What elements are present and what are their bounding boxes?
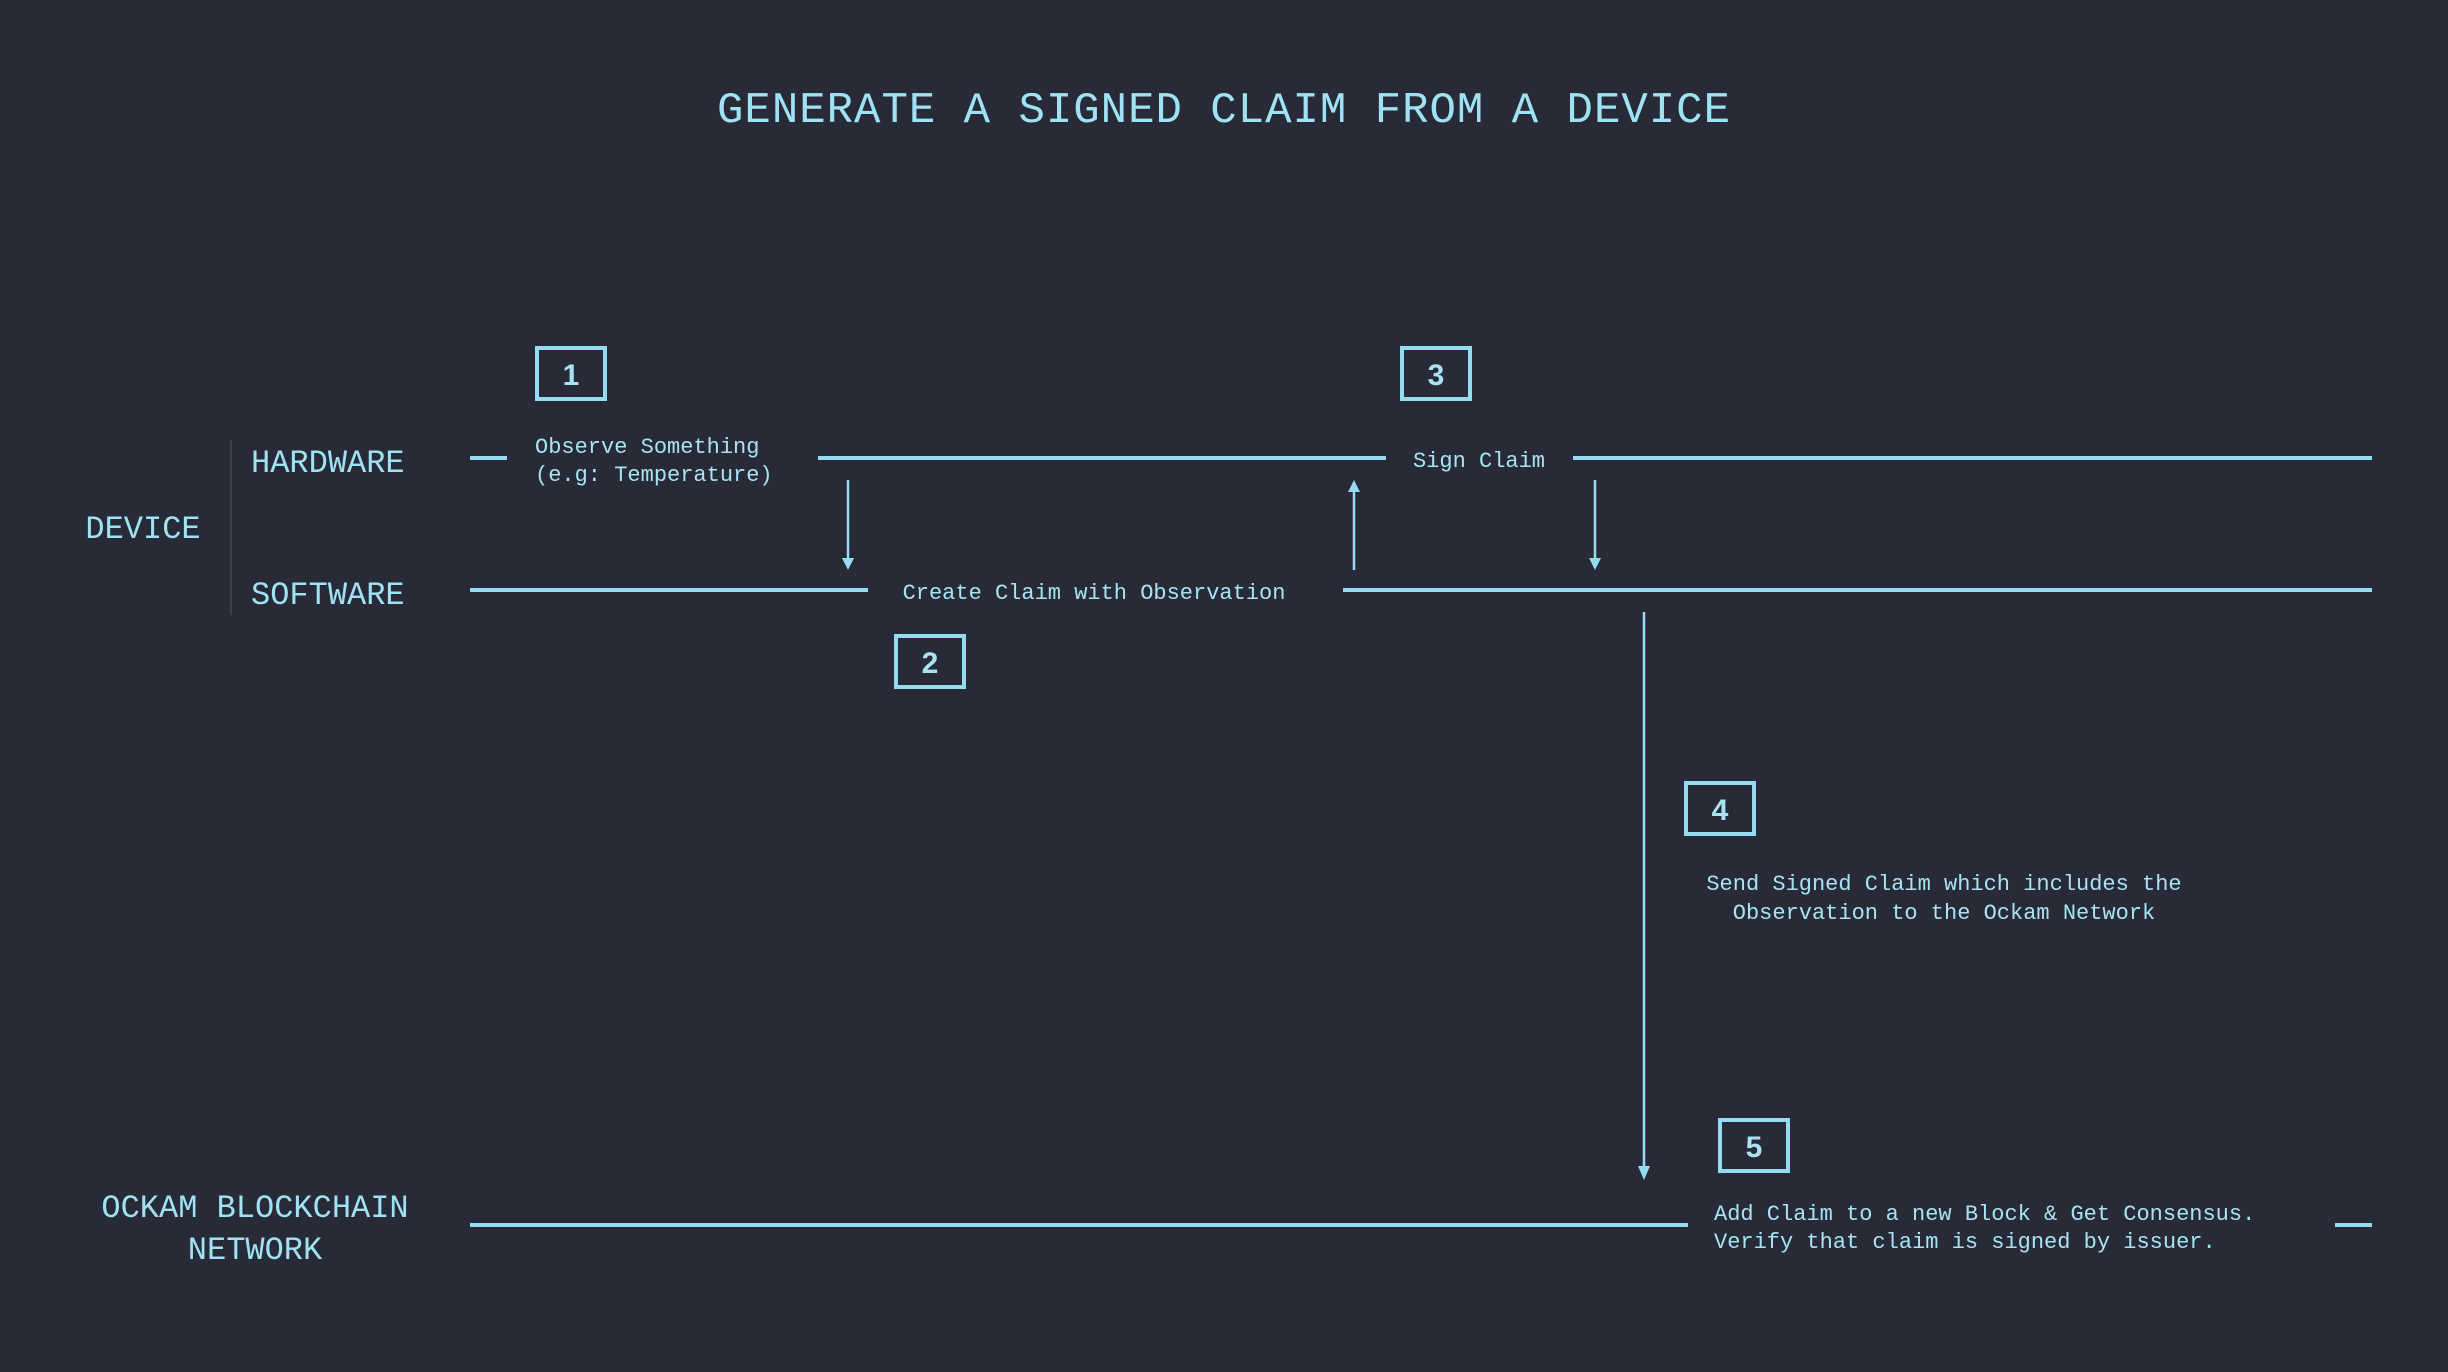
arrow-observe-to-create — [842, 480, 854, 570]
arrow-sign-to-software — [1589, 480, 1601, 570]
step-2: 2 Create Claim with Observation — [894, 581, 1286, 689]
diagram-title: GENERATE A SIGNED CLAIM FROM A DEVICE — [717, 86, 1731, 136]
lane-label-network-line2: NETWORK — [188, 1232, 323, 1269]
lane-label-hardware: HARDWARE — [251, 445, 405, 482]
step-number: 5 — [1746, 1131, 1763, 1164]
step-number-box — [1400, 346, 1472, 401]
step-text-line: Create Claim with Observation — [903, 581, 1286, 606]
lane-label-network-line1: OCKAM BLOCKCHAIN — [101, 1190, 408, 1227]
step-4: 4 Send Signed Claim which includes the O… — [1684, 781, 2182, 926]
step-number-box — [894, 634, 966, 689]
lane-label-software: SOFTWARE — [251, 577, 405, 614]
step-text-line: Observe Something — [535, 435, 759, 460]
step-number-box — [1718, 1118, 1790, 1173]
step-number: 1 — [563, 359, 580, 392]
step-text-line: Sign Claim — [1413, 449, 1545, 474]
step-number: 2 — [922, 647, 939, 680]
step-text-line: Observation to the Ockam Network — [1733, 901, 2155, 926]
step-5: 5 Add Claim to a new Block & Get Consens… — [1714, 1118, 2255, 1255]
step-number-box — [1684, 781, 1756, 836]
step-text-line: Add Claim to a new Block & Get Consensus… — [1714, 1202, 2255, 1227]
step-3: 3 Sign Claim — [1400, 346, 1545, 474]
arrow-create-to-sign — [1348, 480, 1360, 570]
step-text-line: Send Signed Claim which includes the — [1706, 872, 2181, 897]
step-text-line: Verify that claim is signed by issuer. — [1714, 1230, 2216, 1255]
lane-label-device: DEVICE — [85, 511, 200, 548]
step-number-box — [535, 346, 607, 401]
step-1: 1 Observe Something (e.g: Temperature) — [535, 346, 773, 488]
step-text-line: (e.g: Temperature) — [535, 463, 773, 488]
step-number: 3 — [1428, 359, 1445, 392]
step-number: 4 — [1712, 794, 1729, 827]
arrow-send-to-network — [1638, 612, 1650, 1180]
